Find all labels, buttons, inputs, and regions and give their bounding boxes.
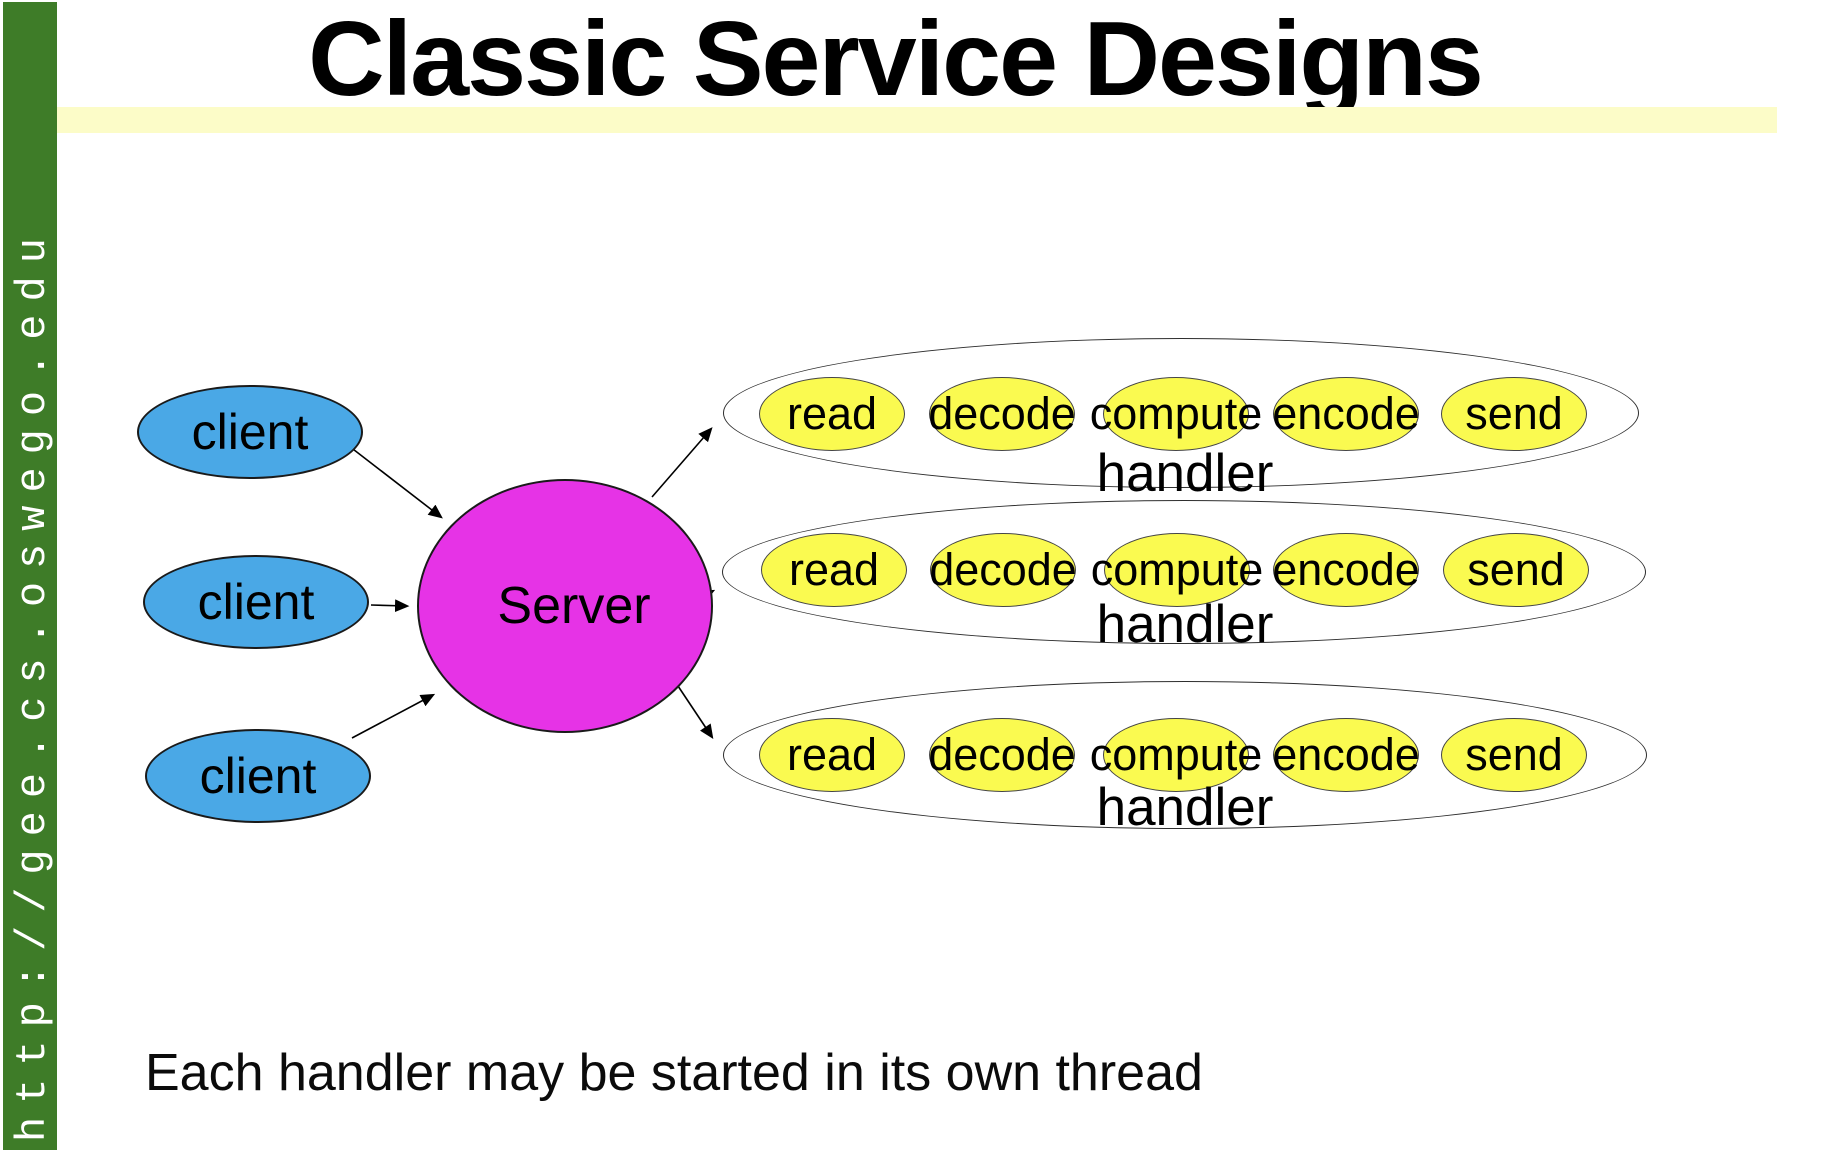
stage-label: send bbox=[1465, 729, 1563, 780]
footer-caption: Each handler may be started in its own t… bbox=[145, 1044, 1203, 1102]
client-ellipse: client bbox=[143, 555, 369, 649]
stage-ellipse-compute: compute bbox=[1091, 533, 1263, 607]
arrow-client2-server bbox=[370, 599, 410, 613]
stage-label: send bbox=[1467, 544, 1565, 595]
stage-ellipse-decode: decode bbox=[928, 377, 1076, 451]
arrow-server-handler1 bbox=[651, 427, 713, 498]
client-ellipse: client bbox=[145, 729, 371, 823]
stage-ellipse-encode: encode bbox=[1272, 533, 1420, 607]
stage-label: read bbox=[786, 729, 878, 780]
stage-ellipse-decode: decode bbox=[929, 533, 1077, 607]
handler-group-ellipse bbox=[723, 681, 1647, 829]
stage-label: encode bbox=[1272, 729, 1420, 780]
stage-ellipse-encode: encode bbox=[1272, 718, 1420, 792]
stage-ellipse-encode: encode bbox=[1272, 377, 1420, 451]
arrow-client3-server bbox=[351, 693, 436, 739]
handler-label: handler bbox=[1096, 444, 1274, 503]
server-label: Server bbox=[497, 577, 651, 635]
stage-label: encode bbox=[1272, 388, 1420, 439]
stage-ellipse-send: send bbox=[1441, 718, 1587, 792]
stage-label: compute bbox=[1090, 544, 1264, 595]
stage-label: send bbox=[1465, 388, 1563, 439]
client-label: client bbox=[199, 748, 317, 804]
stage-label: encode bbox=[1272, 544, 1420, 595]
stage-ellipse-read: read bbox=[759, 377, 905, 451]
stage-ellipse-send: send bbox=[1441, 377, 1587, 451]
stage-label: compute bbox=[1089, 388, 1263, 439]
client-ellipse: client bbox=[137, 385, 363, 479]
stage-ellipse-compute: compute bbox=[1090, 718, 1262, 792]
stage-ellipse-decode: decode bbox=[928, 718, 1076, 792]
stage-label: read bbox=[786, 388, 878, 439]
client-label: client bbox=[197, 574, 315, 630]
stage-label: compute bbox=[1089, 729, 1263, 780]
sidebar-url-text: http://gee.cs.oswego.edu bbox=[9, 225, 57, 1142]
title-underline bbox=[57, 107, 1777, 133]
stage-label: decode bbox=[928, 388, 1076, 439]
arrow-server-handler3 bbox=[677, 685, 714, 739]
stage-ellipse-compute: compute bbox=[1090, 377, 1262, 451]
stage-ellipse-read: read bbox=[761, 533, 907, 607]
stage-label: decode bbox=[929, 544, 1077, 595]
server-ellipse: Server bbox=[417, 479, 713, 733]
stage-label: read bbox=[788, 544, 880, 595]
page-title: Classic Service Designs bbox=[308, 0, 1484, 118]
sidebar: http://gee.cs.oswego.edu bbox=[3, 2, 57, 1150]
stage-ellipse-send: send bbox=[1443, 533, 1589, 607]
handler-label: handler bbox=[1096, 595, 1274, 654]
stage-ellipse-read: read bbox=[759, 718, 905, 792]
handler-group-ellipse bbox=[723, 338, 1639, 488]
handler-group-ellipse bbox=[722, 500, 1646, 644]
client-label: client bbox=[191, 404, 309, 460]
stage-label: decode bbox=[928, 729, 1076, 780]
arrow-client1-server bbox=[348, 445, 443, 519]
handler-label: handler bbox=[1096, 778, 1274, 837]
